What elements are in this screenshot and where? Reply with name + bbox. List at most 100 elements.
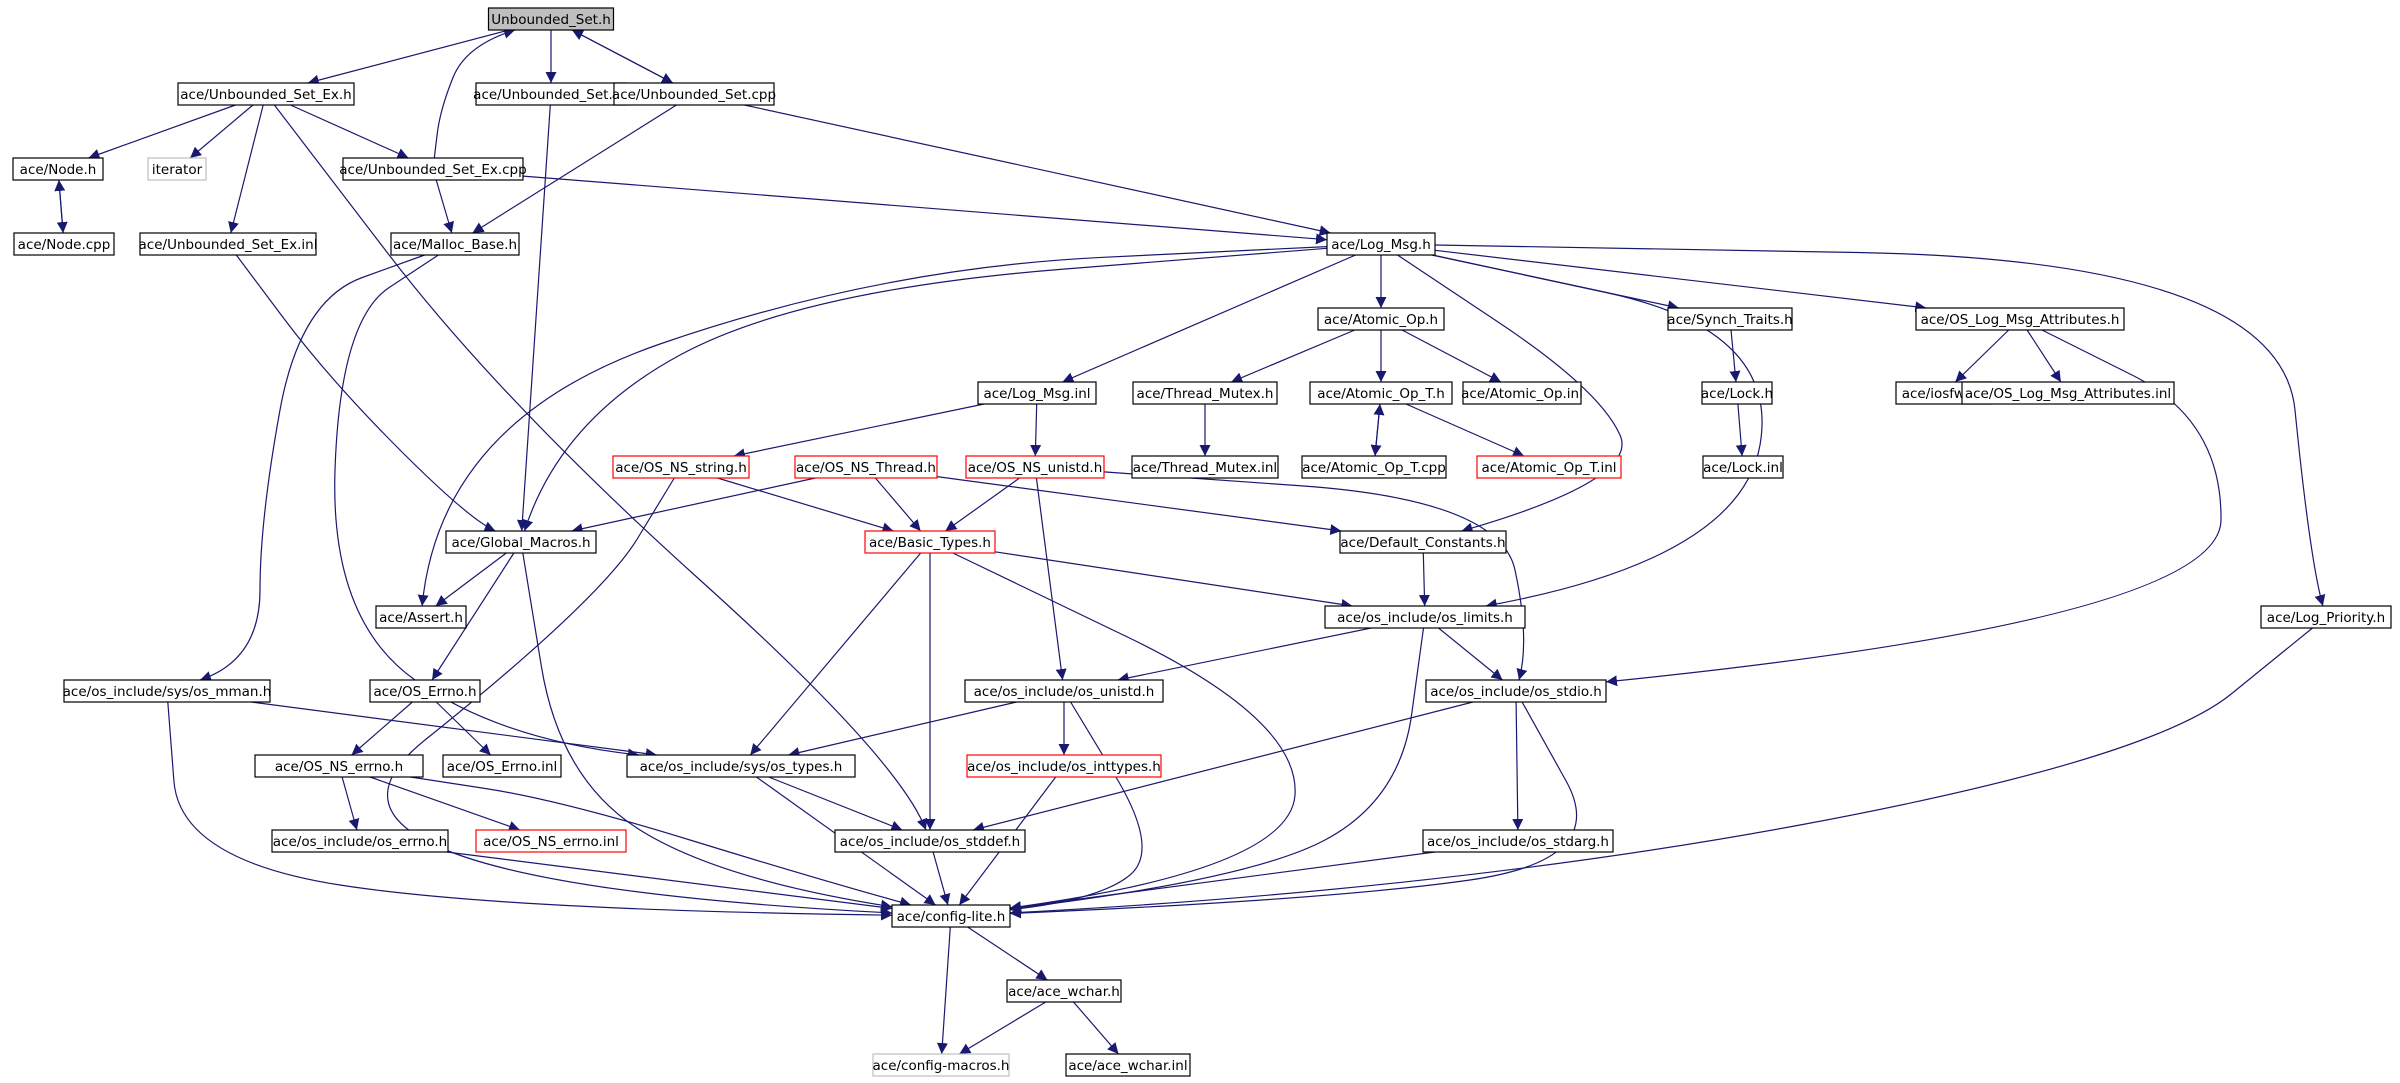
graph-node[interactable]: ace/Unbounded_Set.cpp xyxy=(612,82,776,106)
graph-node[interactable]: ace/Node.h xyxy=(12,157,104,181)
node-box xyxy=(177,82,355,106)
graph-node[interactable]: ace/os_include/os_inttypes.h xyxy=(966,754,1162,778)
node-box xyxy=(487,7,615,31)
graph-node[interactable]: ace/Thread_Mutex.inl xyxy=(1131,455,1279,479)
graph-node: iterator xyxy=(147,157,207,181)
graph-node[interactable]: ace/Unbounded_Set_Ex.h xyxy=(177,82,355,106)
graph-node[interactable]: ace/Unbounded_Set_Ex.inl xyxy=(139,232,318,256)
graph-node[interactable]: ace/os_include/os_stdio.h xyxy=(1425,679,1607,703)
graph-node[interactable]: ace/Malloc_Base.h xyxy=(390,232,520,256)
dependency-edge xyxy=(1009,701,1578,919)
graph-node[interactable]: ace/os_include/os_unistd.h xyxy=(964,679,1164,703)
graph-node[interactable]: ace/Global_Macros.h xyxy=(445,530,597,554)
graph-node[interactable]: ace/OS_NS_errno.h xyxy=(254,754,424,778)
dependency-edge xyxy=(369,776,521,832)
graph-node[interactable]: ace/os_include/os_errno.h xyxy=(271,829,449,853)
node-label: ace/Atomic_Op_T.h xyxy=(1317,386,1445,402)
graph-node[interactable]: ace/os_include/os_limits.h xyxy=(1324,605,1526,629)
node-label: ace/Log_Msg.h xyxy=(1331,237,1431,253)
graph-node[interactable]: ace/OS_Log_Msg_Attributes.h xyxy=(1915,307,2125,331)
dependency-edge xyxy=(435,701,492,756)
node-label: ace/Unbounded_Set_Ex.inl xyxy=(139,237,318,253)
graph-node[interactable]: ace/Lock.inl xyxy=(1702,455,1784,479)
dependency-edge xyxy=(433,27,516,159)
graph-node[interactable]: ace/Atomic_Op_T.h xyxy=(1309,381,1453,405)
graph-node[interactable]: ace/Atomic_Op.h xyxy=(1317,307,1445,331)
graph-node[interactable]: ace/config-lite.h xyxy=(891,904,1011,928)
graph-node[interactable]: ace/Basic_Types.h xyxy=(864,530,996,554)
dependency-edge xyxy=(952,552,1296,912)
node-label: ace/Assert.h xyxy=(379,610,463,626)
dependency-edge xyxy=(88,104,236,160)
node-label: ace/Basic_Types.h xyxy=(869,535,991,551)
dependency-edge xyxy=(2026,329,2062,383)
node-box xyxy=(1006,979,1122,1003)
graph-node[interactable]: ace/Thread_Mutex.h xyxy=(1132,381,1278,405)
node-box xyxy=(1131,455,1279,479)
dependency-edge xyxy=(1062,254,1356,383)
graph-node[interactable]: Unbounded_Set.h xyxy=(487,7,615,31)
graph-node[interactable]: ace/os_include/sys/os_types.h xyxy=(626,754,856,778)
graph-node[interactable]: ace/Synch_Traits.h xyxy=(1667,307,1793,331)
graph-node[interactable]: ace/Unbounded_Set_Ex.cpp xyxy=(339,157,527,181)
node-box xyxy=(977,381,1097,405)
graph-node[interactable]: ace/OS_Log_Msg_Attributes.inl xyxy=(1961,381,2175,405)
node-box xyxy=(1339,530,1507,554)
node-box xyxy=(966,754,1162,778)
node-label: ace/Log_Msg.inl xyxy=(983,386,1090,402)
node-box xyxy=(139,232,317,256)
node-label: ace/OS_Log_Msg_Attributes.h xyxy=(1921,312,2120,328)
node-label: ace/os_include/sys/os_mman.h xyxy=(63,684,272,700)
dependency-edge xyxy=(235,254,496,532)
dependency-edge xyxy=(290,104,409,159)
graph-node[interactable]: ace/Default_Constants.h xyxy=(1339,530,1507,554)
dependency-edge xyxy=(958,1001,1047,1055)
graph-node[interactable]: ace/Atomic_Op_T.cpp xyxy=(1301,455,1447,479)
node-box xyxy=(271,829,449,853)
node-label: ace/OS_Errno.h xyxy=(373,684,476,700)
node-box xyxy=(13,232,115,256)
node-box xyxy=(1425,679,1607,703)
graph-node[interactable]: ace/Atomic_Op.inl xyxy=(1461,381,1583,405)
graph-node[interactable]: ace/ace_wchar.inl xyxy=(1065,1053,1191,1077)
graph-node[interactable]: ace/Atomic_Op_T.inl xyxy=(1476,455,1622,479)
node-label: ace/OS_NS_unistd.h xyxy=(968,460,1103,476)
node-box xyxy=(864,530,996,554)
dependency-edge xyxy=(1434,249,1927,313)
dependency-edge xyxy=(516,104,551,532)
graph-node[interactable]: ace/Assert.h xyxy=(375,605,467,629)
graph-node[interactable]: ace/ace_wchar.h xyxy=(1006,979,1122,1003)
node-label: ace/Atomic_Op.h xyxy=(1324,312,1438,328)
graph-node[interactable]: ace/OS_Errno.h xyxy=(369,679,481,703)
dependency-edge xyxy=(1397,254,1623,534)
graph-node[interactable]: ace/OS_NS_unistd.h xyxy=(965,455,1105,479)
node-label: ace/Unbounded_Set_Ex.cpp xyxy=(339,162,526,178)
node-label: ace/os_include/os_errno.h xyxy=(273,834,447,850)
graph-node[interactable]: ace/Log_Msg.h xyxy=(1326,232,1436,256)
graph-node[interactable]: ace/Log_Msg.inl xyxy=(977,381,1097,405)
graph-node[interactable]: ace/OS_NS_errno.inl xyxy=(475,829,627,853)
node-box xyxy=(964,679,1164,703)
graph-node[interactable]: ace/OS_NS_Thread.h xyxy=(794,455,938,479)
node-label: ace/Unbounded_Set.cpp xyxy=(612,87,776,103)
graph-node[interactable]: ace/os_include/os_stddef.h xyxy=(834,829,1026,853)
graph-node[interactable]: ace/OS_Errno.inl xyxy=(442,754,562,778)
dependency-edge xyxy=(744,104,1331,237)
dependency-edge xyxy=(749,552,922,756)
dependency-edge xyxy=(788,701,1017,758)
dependency-edge xyxy=(522,175,1328,245)
node-label: ace/OS_Errno.inl xyxy=(447,759,558,775)
graph-node[interactable]: ace/Lock.h xyxy=(1701,381,1773,405)
graph-node[interactable]: ace/os_include/sys/os_mman.h xyxy=(63,679,272,703)
graph-node[interactable]: ace/Log_Priority.h xyxy=(2260,605,2392,629)
graph-node[interactable]: ace/Unbounded_Set.inl xyxy=(473,82,629,106)
node-label: ace/Node.h xyxy=(20,162,97,178)
graph-node[interactable]: ace/OS_NS_string.h xyxy=(612,455,750,479)
graph-node[interactable]: ace/Node.cpp xyxy=(13,232,115,256)
node-box xyxy=(475,829,627,853)
node-box xyxy=(369,679,481,703)
node-box xyxy=(2260,605,2392,629)
graph-node[interactable]: ace/os_include/os_stdarg.h xyxy=(1422,829,1614,853)
